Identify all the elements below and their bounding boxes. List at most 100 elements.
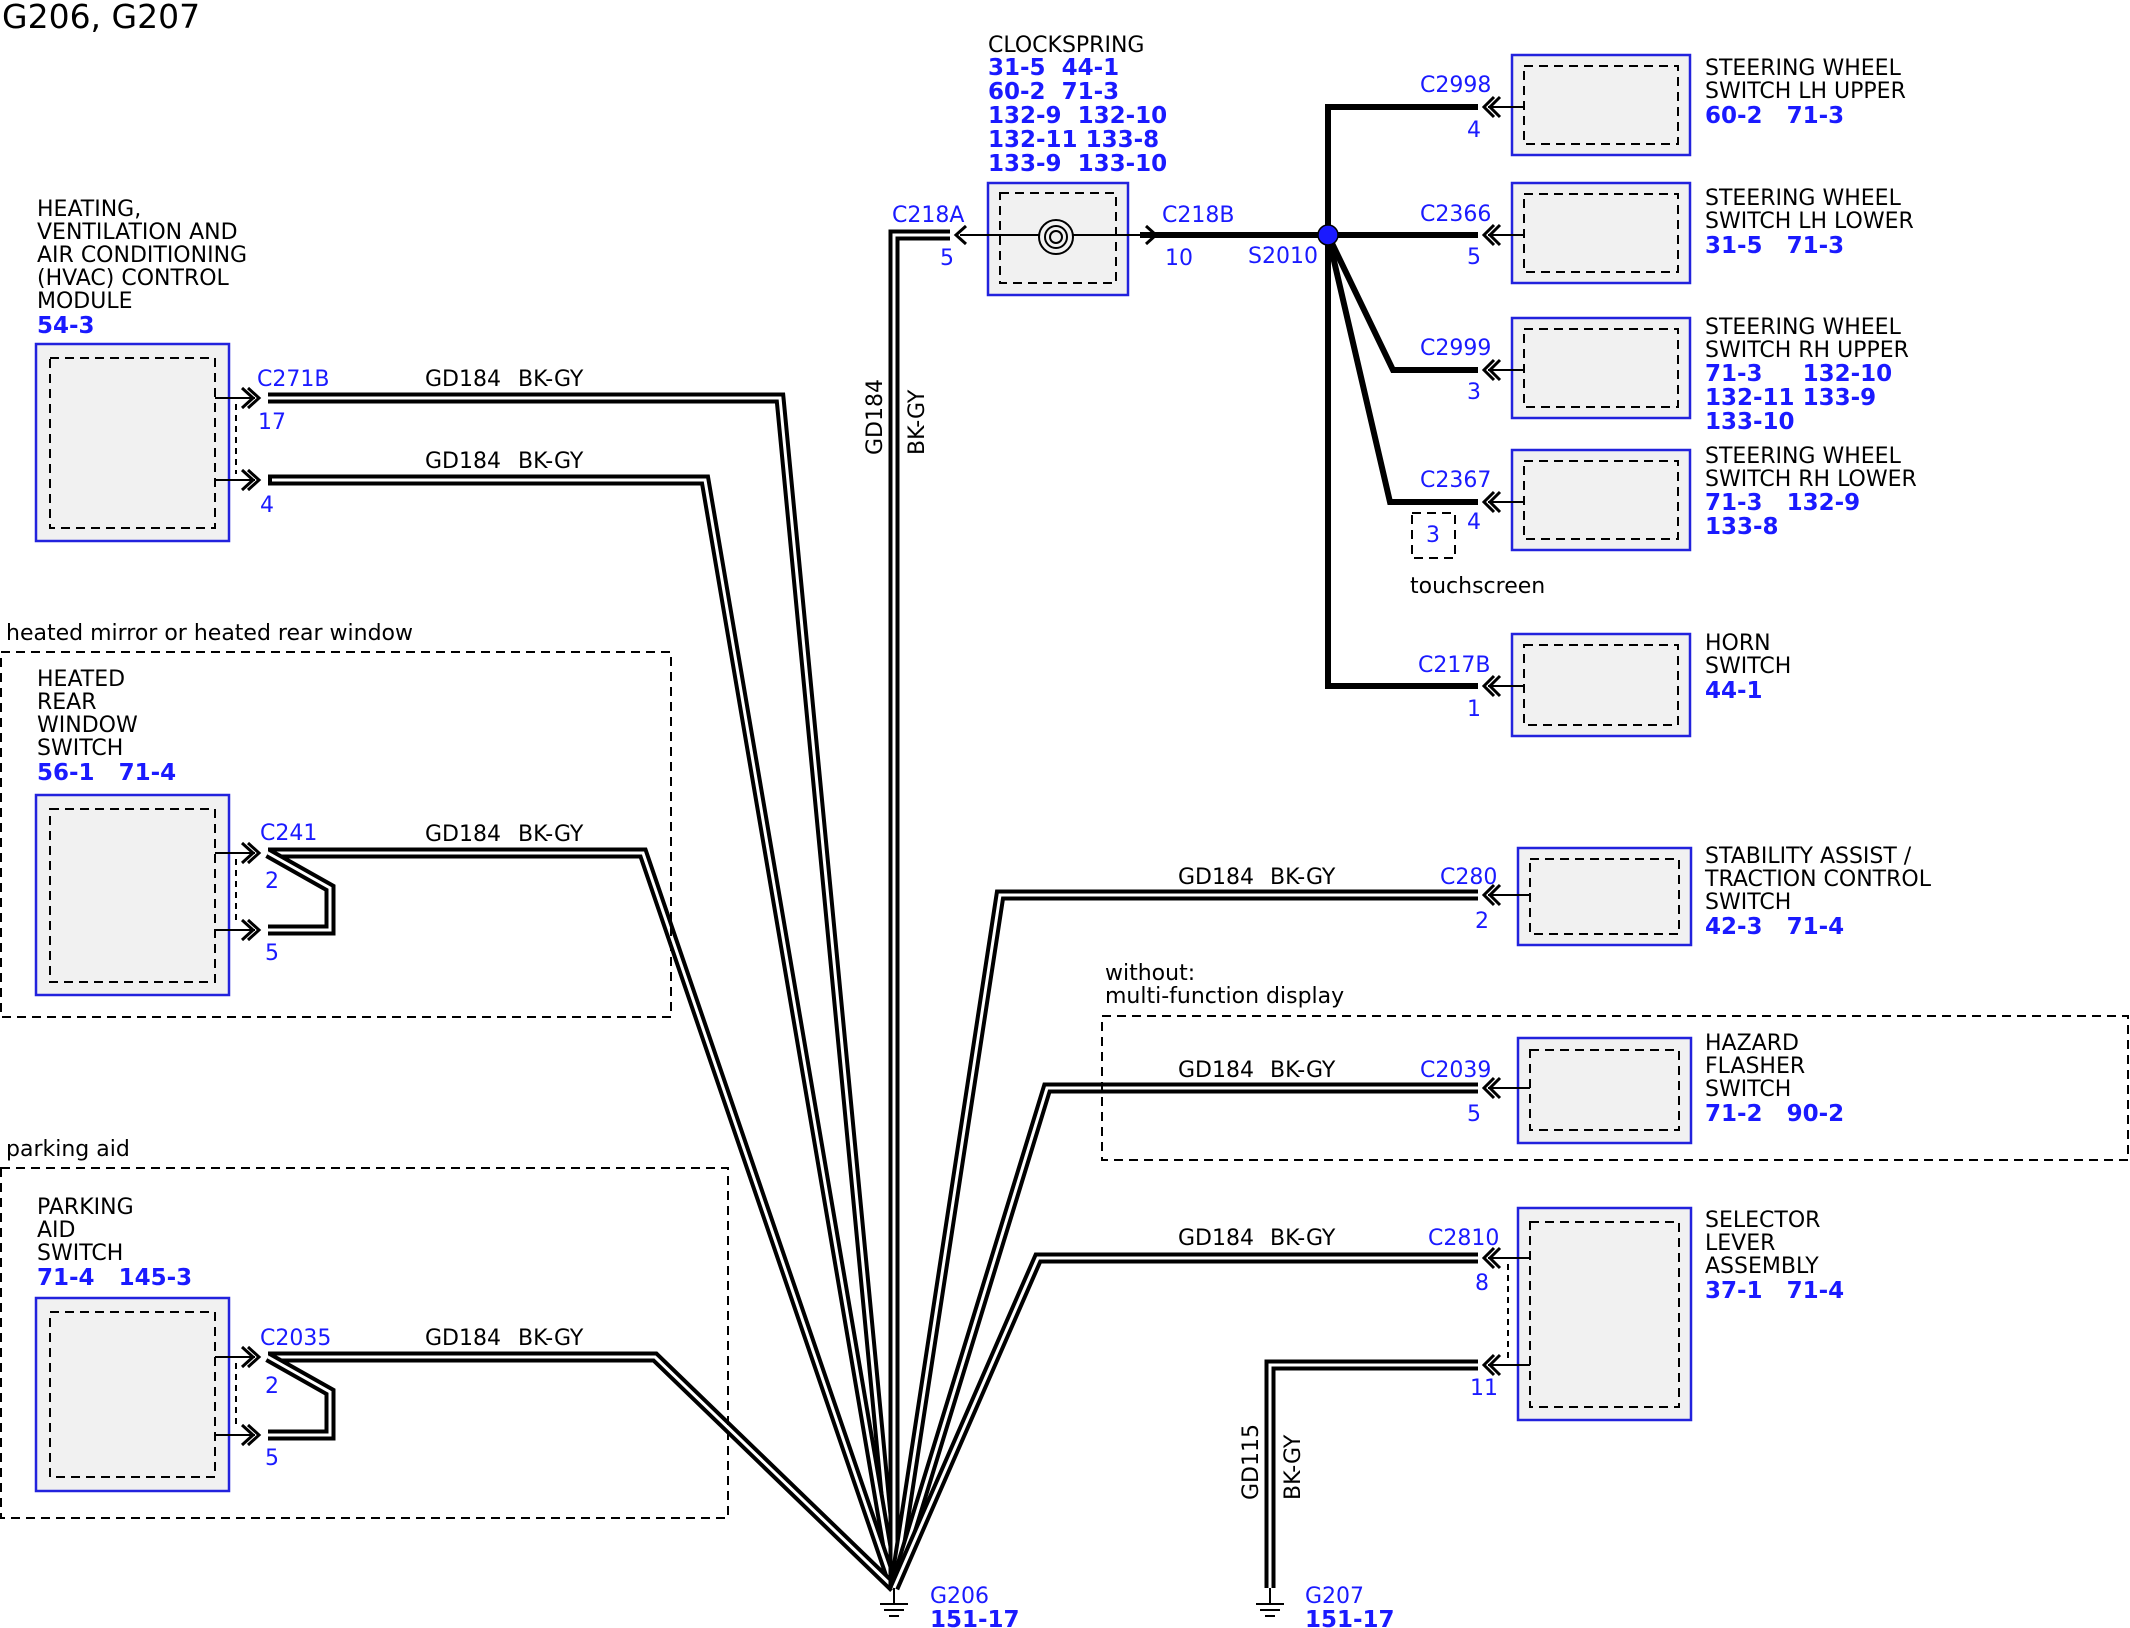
svg-text:ASSEMBLY: ASSEMBLY	[1705, 1254, 1819, 1279]
svg-text:SWITCH: SWITCH	[1705, 654, 1791, 679]
selector-lever-assembly: C2810 8 11 SELECTOR LEVER ASSEMBLY 37-1 …	[1428, 1206, 1844, 1422]
svg-text:STABILITY ASSIST /: STABILITY ASSIST /	[1705, 844, 1912, 869]
group-label: heated mirror or heated rear window	[6, 621, 413, 646]
g206-label: G206	[930, 1584, 989, 1609]
group-label: without:	[1105, 961, 1195, 986]
wire-label-color: BK-GY	[905, 389, 930, 455]
wire-label-circuit: GD184	[1178, 865, 1254, 890]
stability-assist-switch: C280 2 STABILITY ASSIST / TRACTION CONTR…	[1440, 844, 1932, 947]
svg-text:SWITCH: SWITCH	[37, 1241, 123, 1266]
connector-c218a: C218A	[892, 203, 964, 228]
svg-text:42-3 71-4: 42-3 71-4	[1705, 914, 1844, 940]
wire-gd184-c2039	[888, 1082, 1478, 1590]
pin-number: 5	[940, 246, 954, 271]
svg-text:STEERING WHEEL: STEERING WHEEL	[1705, 186, 1902, 211]
clockspring-coil-icon	[1038, 219, 1074, 255]
clockspring-ref: 133-9 133-10	[988, 151, 1167, 177]
svg-text:HEATING,: HEATING,	[37, 197, 141, 222]
horn-switch: C217B 1 HORN SWITCH 44-1	[1418, 631, 1791, 738]
svg-text:STEERING WHEEL: STEERING WHEEL	[1705, 315, 1902, 340]
svg-text:HORN: HORN	[1705, 631, 1771, 656]
svg-text:STEERING WHEEL: STEERING WHEEL	[1705, 56, 1902, 81]
pin-number: 4	[260, 493, 274, 518]
clockspring-ref: 60-2 71-3	[988, 79, 1119, 105]
pin-number: 11	[1470, 1376, 1498, 1401]
connector-c241: C241	[260, 821, 317, 846]
wire-gd184-c2035	[268, 1351, 898, 1592]
page-title: G206, G207	[2, 0, 200, 36]
splice-label: S2010	[1248, 244, 1318, 269]
clockspring-ref: 31-5 44-1	[988, 55, 1119, 81]
harness-wires	[268, 229, 1478, 1592]
pin-number: 1	[1467, 697, 1481, 722]
hvac-ref: 54-3	[37, 313, 95, 339]
svg-text:FLASHER: FLASHER	[1705, 1054, 1805, 1079]
hazard-flasher-group: without: multi-function display C2039 5 …	[1101, 961, 2129, 1161]
wire-label-circuit: GD184	[1178, 1058, 1254, 1083]
svg-text:LEVER: LEVER	[1705, 1231, 1775, 1256]
wire-label-circuit: GD184	[425, 822, 501, 847]
wire-label-color: BK-GY	[518, 449, 584, 474]
g206-ref: 151-17	[930, 1607, 1020, 1628]
svg-text:TRACTION CONTROL: TRACTION CONTROL	[1704, 867, 1932, 892]
wire-gd184-hvac-17	[268, 392, 900, 1589]
svg-text:37-1 71-4: 37-1 71-4	[1705, 1278, 1844, 1304]
parking-aid-group: parking aid PARKING AID SWITCH 71-4 145-…	[0, 1137, 729, 1519]
group-label: parking aid	[6, 1137, 130, 1162]
pin-number: 3	[1426, 523, 1440, 548]
svg-text:SWITCH RH LOWER: SWITCH RH LOWER	[1705, 467, 1917, 492]
steering-switch-rh-upper: C2999 3 STEERING WHEEL SWITCH RH UPPER 7…	[1420, 315, 1909, 435]
svg-text:AIR CONDITIONING: AIR CONDITIONING	[37, 243, 247, 268]
pin-number: 2	[265, 1374, 279, 1399]
svg-text:SWITCH LH LOWER: SWITCH LH LOWER	[1705, 209, 1914, 234]
pin-number: 5	[1467, 1102, 1481, 1127]
clockspring-ref: 132-11 133-8	[988, 127, 1159, 153]
g207-label: G207	[1305, 1584, 1364, 1609]
svg-text:SWITCH: SWITCH	[1705, 890, 1791, 915]
connector-c218b: C218B	[1162, 203, 1234, 228]
svg-text:60-2 71-3: 60-2 71-3	[1705, 103, 1844, 129]
pin-number: 10	[1165, 246, 1193, 271]
wire2-label-circuit: GD115	[1239, 1424, 1264, 1500]
svg-text:(HVAC) CONTROL: (HVAC) CONTROL	[37, 266, 230, 291]
svg-text:WINDOW: WINDOW	[37, 713, 138, 738]
svg-text:71-3 132-10: 71-3 132-10	[1705, 361, 1892, 387]
steering-switch-lh-lower: C2366 5 STEERING WHEEL SWITCH LH LOWER 3…	[1420, 181, 1914, 285]
svg-text:STEERING WHEEL: STEERING WHEEL	[1705, 444, 1902, 469]
steering-switch-rh-lower: C2367 4 3 touchscreen STEERING WHEEL SWI…	[1410, 444, 1917, 599]
pin-number: 8	[1475, 1271, 1489, 1296]
wire-label-circuit: GD184	[425, 1326, 501, 1351]
pin-number: 2	[1475, 909, 1489, 934]
clockspring-box	[986, 181, 1130, 297]
connector-c2999: C2999	[1420, 336, 1491, 361]
svg-text:VENTILATION AND: VENTILATION AND	[37, 220, 238, 245]
svg-text:SWITCH LH UPPER: SWITCH LH UPPER	[1705, 79, 1906, 104]
clockspring: CLOCKSPRING 31-5 44-1 60-2 71-3 132-9 13…	[892, 33, 1318, 297]
wire-label-circuit: GD184	[425, 449, 501, 474]
wire-label-circuit: GD184	[863, 379, 888, 455]
svg-text:REAR: REAR	[37, 690, 97, 715]
ground-symbol-g206	[880, 1588, 908, 1617]
clockspring-ref: 132-9 132-10	[988, 103, 1167, 129]
connector-c271b: C271B	[257, 367, 329, 392]
connector-c2998: C2998	[1420, 73, 1491, 98]
connector-c2810: C2810	[1428, 1226, 1499, 1251]
svg-text:71-3 132-9: 71-3 132-9	[1705, 490, 1860, 516]
svg-text:SWITCH: SWITCH	[1705, 1077, 1791, 1102]
connector-c2366: C2366	[1420, 202, 1491, 227]
wire-gd184-c241	[268, 847, 900, 1590]
svg-text:MODULE: MODULE	[37, 289, 133, 314]
alt-pin-box	[1411, 512, 1456, 559]
wire-label-circuit: GD184	[1178, 1226, 1254, 1251]
svg-text:44-1: 44-1	[1705, 678, 1763, 704]
wire-label-color: BK-GY	[518, 367, 584, 392]
svg-text:SWITCH RH UPPER: SWITCH RH UPPER	[1705, 338, 1909, 363]
clockspring-name: CLOCKSPRING	[988, 33, 1144, 58]
pin-number: 4	[1467, 510, 1481, 535]
hrw-switch-box	[34, 793, 231, 997]
hvac-box	[34, 342, 231, 543]
connector-c217b: C217B	[1418, 653, 1490, 678]
group-label: multi-function display	[1105, 984, 1344, 1009]
svg-text:71-2 90-2: 71-2 90-2	[1705, 1101, 1844, 1127]
